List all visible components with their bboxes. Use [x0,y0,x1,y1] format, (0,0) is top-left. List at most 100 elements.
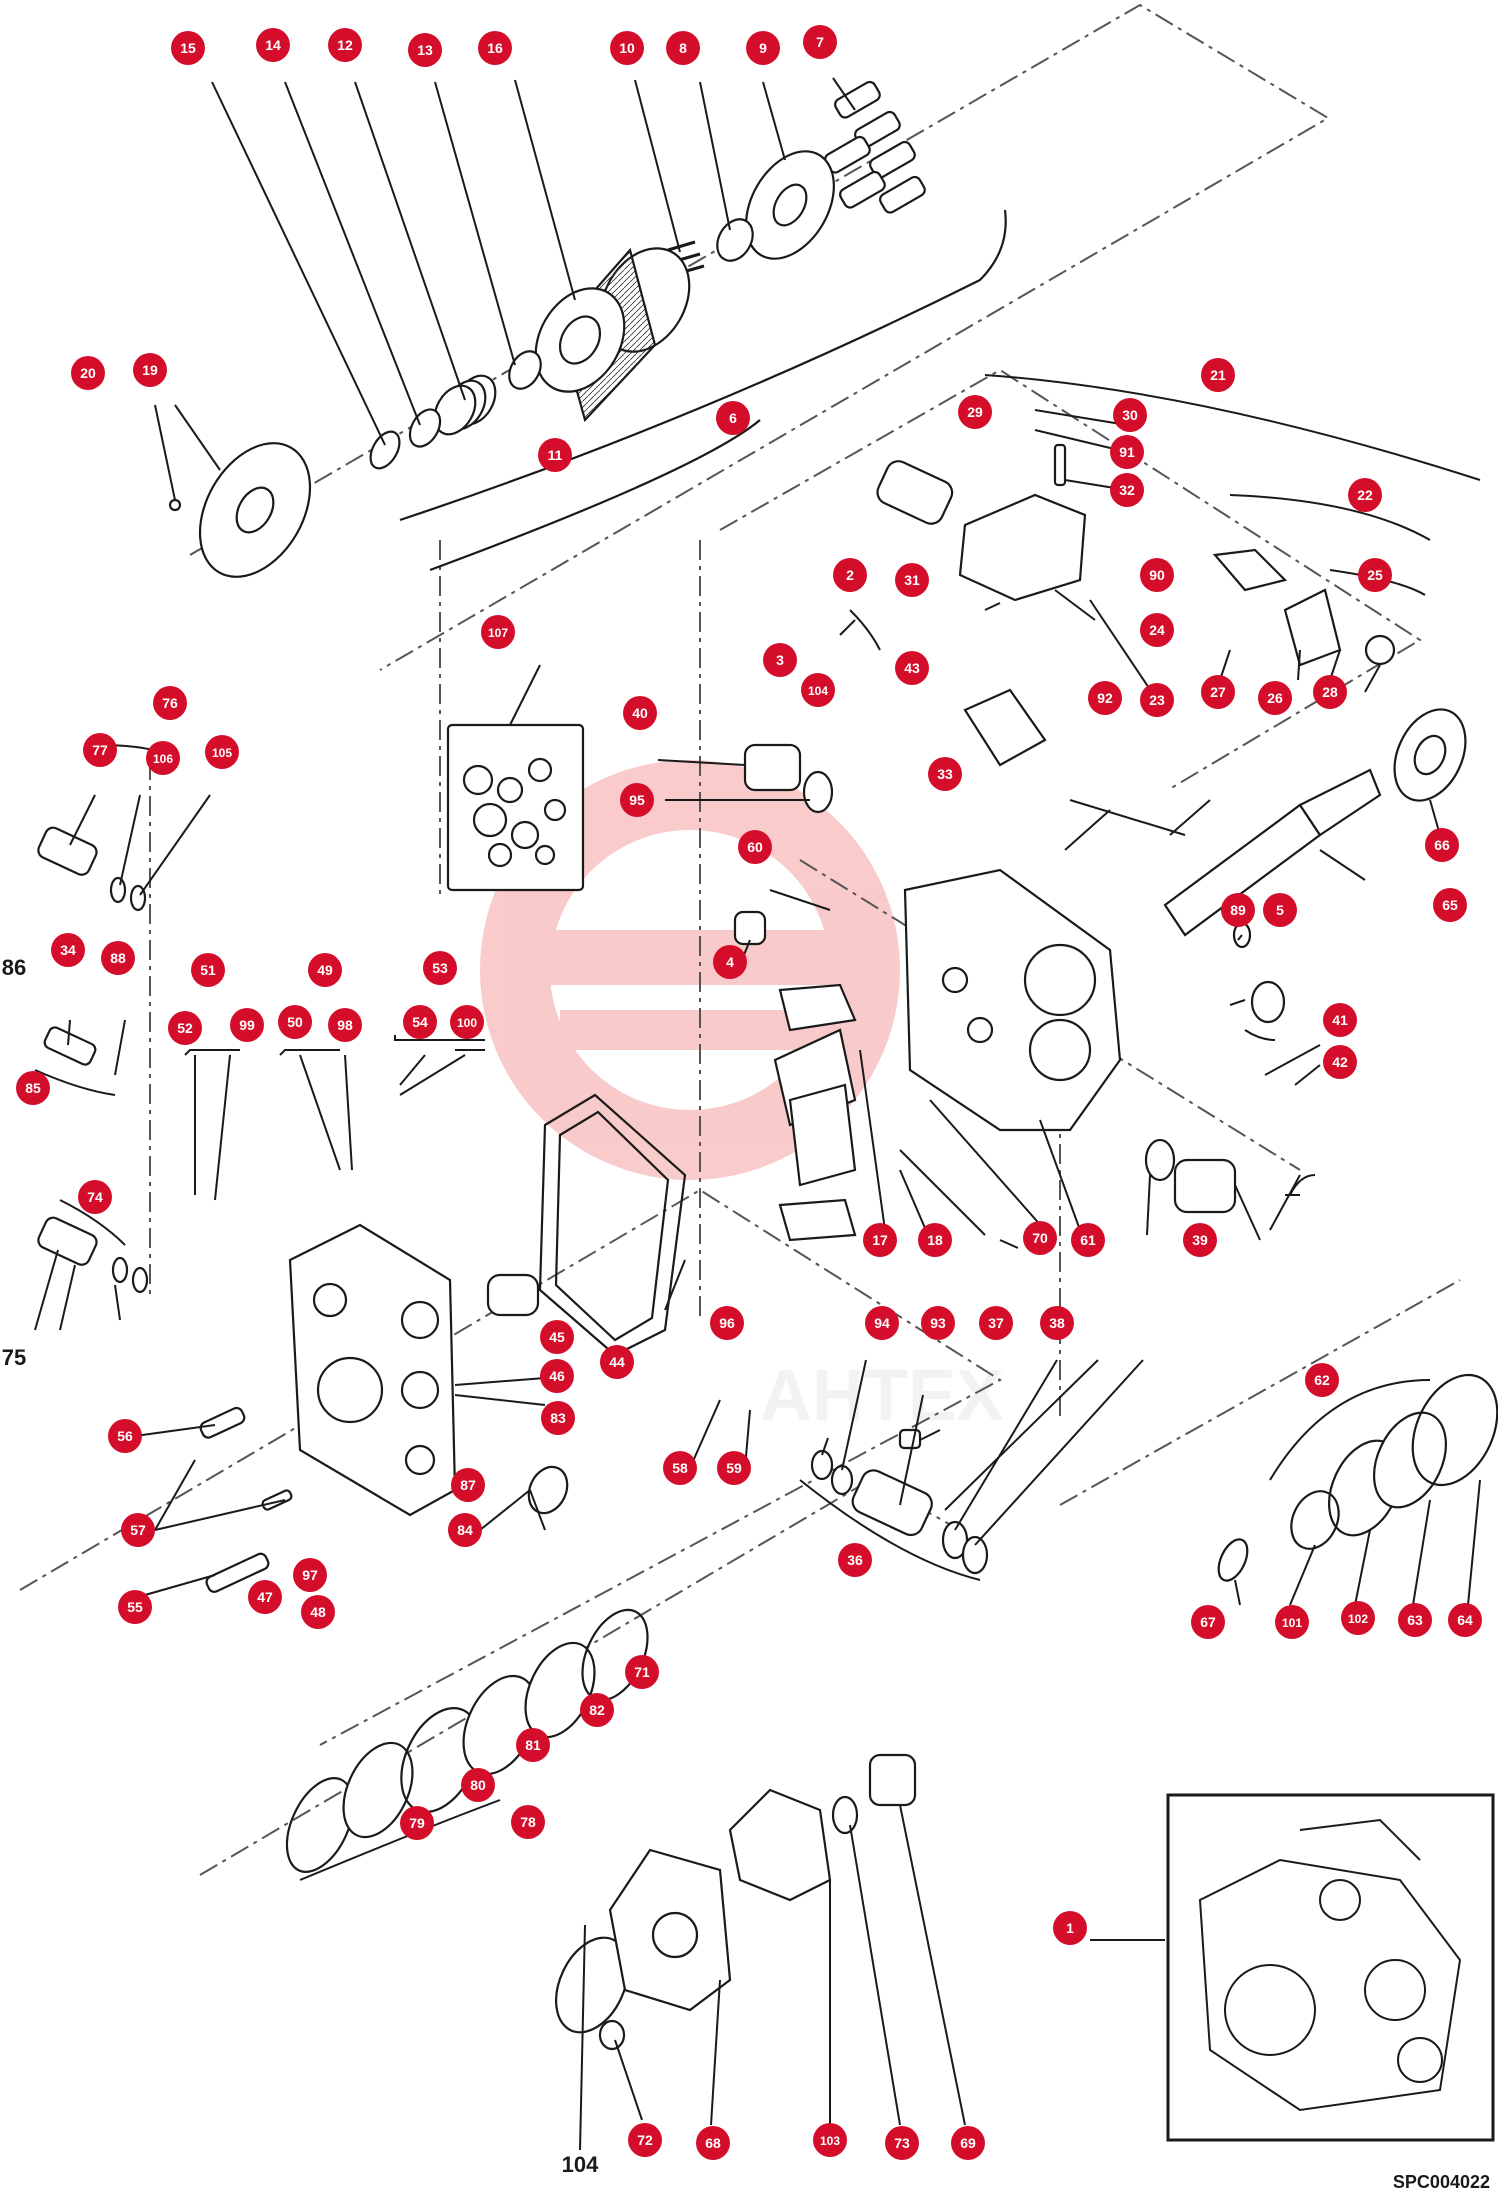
callout-82: 82 [580,1693,614,1727]
callout-number: 56 [117,1428,133,1444]
lever-26 [1283,588,1342,667]
drawing-code: SPC004022 [1393,2172,1490,2192]
callout-marker [1398,1603,1432,1637]
callout-marker [1323,1045,1357,1079]
callout-number: 4 [726,954,734,970]
callout-marker [979,1306,1013,1340]
callout-marker [450,1005,484,1039]
callout-number: 9 [759,40,767,56]
callout-marker [1448,1603,1482,1637]
callout-number: 82 [589,1702,605,1718]
callout-marker [580,1693,614,1727]
callout-marker [256,28,290,62]
callout-number: 34 [60,942,76,958]
part-label-75: 75 [2,1345,26,1370]
callout-marker [738,830,772,864]
callout-marker [1275,1605,1309,1639]
cylinder-block [534,247,691,423]
callout-marker [1191,1605,1225,1639]
callout-marker [516,1728,550,1762]
plug-5 [1250,980,1286,1024]
callout-number: 26 [1267,690,1283,706]
callout-number: 101 [1282,1616,1302,1630]
callout-102: 102 [1341,1601,1375,1635]
callout-marker [301,1595,335,1629]
callout-number: 6 [729,410,737,426]
callout-marker [833,558,867,592]
callout-47: 47 [248,1580,282,1614]
callout-marker [1053,1911,1087,1945]
callout-marker [895,651,929,685]
cover-plate-upper [778,983,857,1032]
callout-marker [1313,675,1347,709]
callout-100: 100 [450,1005,484,1039]
callout-number: 12 [337,37,353,53]
callout-marker [78,1180,112,1214]
callout-number: 44 [609,1354,625,1370]
callout-45: 45 [540,1320,574,1354]
callout-94: 94 [865,1306,899,1340]
callout-number: 85 [25,1080,41,1096]
callout-38: 38 [1040,1306,1074,1340]
cover-plate-lower [788,1083,857,1187]
part-label-86: 86 [2,955,26,980]
main-housing [903,868,1122,1132]
callout-marker [133,353,167,387]
callout-number: 31 [904,572,920,588]
callout-number: 72 [637,2132,653,2148]
callout-number: 28 [1322,684,1338,700]
callout-number: 69 [960,2135,976,2151]
callout-number: 21 [1210,367,1226,383]
callout-number: 77 [92,742,108,758]
callout-marker [1040,1306,1074,1340]
callout-number: 91 [1119,444,1135,460]
callout-31: 31 [895,563,929,597]
callout-67: 67 [1191,1605,1225,1639]
callout-marker [713,945,747,979]
callout-number: 50 [287,1014,303,1030]
callout-32: 32 [1110,473,1144,507]
callout-60: 60 [738,830,772,864]
callout-17: 17 [863,1223,897,1257]
spring-seat [508,350,542,390]
callout-number: 27 [1210,684,1226,700]
callout-marker [205,735,239,769]
callout-marker [710,1306,744,1340]
callout-14: 14 [256,28,290,62]
callout-marker [1088,681,1122,715]
callout-number: 64 [1457,1612,1473,1628]
watermark: AHTEX [480,760,1004,1436]
callout-70: 70 [1023,1221,1057,1255]
gasket-103 [728,1788,832,1902]
callout-marker [1201,675,1235,709]
callout-marker [1341,1601,1375,1635]
callout-8: 8 [666,31,700,65]
callout-98: 98 [328,1008,362,1042]
callout-1: 1 [1053,1911,1087,1945]
valve-plate [198,442,312,578]
callout-33: 33 [928,757,962,791]
callout-24: 24 [1140,613,1174,647]
callout-number: 10 [619,40,635,56]
callout-number: 20 [80,365,96,381]
callout-marker [1221,893,1255,927]
callout-marker [293,1558,327,1592]
callout-78: 78 [511,1805,545,1839]
pin-20 [168,498,182,512]
callout-61: 61 [1071,1223,1105,1257]
callout-80: 80 [461,1768,495,1802]
callout-46: 46 [540,1359,574,1393]
callout-36: 36 [838,1543,872,1577]
callout-3: 3 [763,643,797,677]
callout-number: 71 [634,1664,650,1680]
callout-number: 78 [520,1814,536,1830]
callout-93: 93 [921,1306,955,1340]
callout-marker [865,1306,899,1340]
callout-87: 87 [451,1468,485,1502]
callout-number: 43 [904,660,920,676]
callout-30: 30 [1113,398,1147,432]
callout-number: 104 [808,684,828,698]
callout-number: 51 [200,962,216,978]
callout-number: 97 [302,1567,318,1583]
